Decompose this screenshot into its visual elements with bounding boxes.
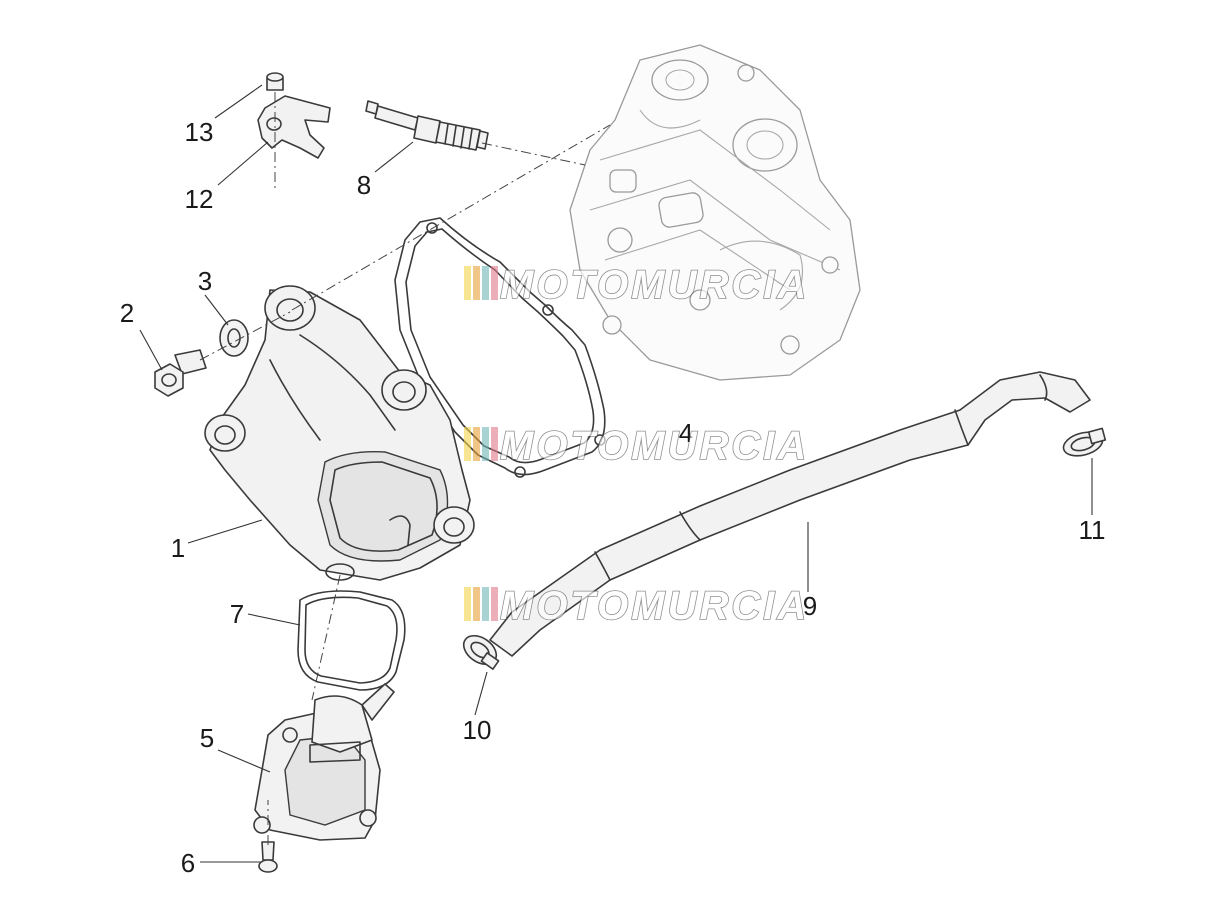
callout-4: 4 bbox=[679, 418, 693, 448]
valve-cover bbox=[204, 285, 475, 581]
leader-lines bbox=[139, 84, 1093, 863]
cylinder-head bbox=[569, 44, 861, 381]
callout-10: 10 bbox=[463, 715, 492, 745]
callout-1: 1 bbox=[171, 533, 185, 563]
watermark-logo-stripes bbox=[464, 427, 498, 461]
callout-8: 8 bbox=[357, 170, 371, 200]
spark-plug bbox=[365, 100, 489, 151]
bracket-nut bbox=[266, 72, 284, 91]
watermark-text: MOTOMURCIA bbox=[500, 424, 809, 468]
callout-3: 3 bbox=[198, 266, 212, 296]
watermark-logo-stripes bbox=[464, 587, 498, 621]
watermark-top: MOTOMURCIA bbox=[464, 262, 809, 308]
breather-gasket bbox=[297, 590, 406, 691]
watermark-middle: MOTOMURCIA bbox=[464, 423, 809, 469]
mounting-bracket bbox=[257, 95, 331, 159]
callout-6: 6 bbox=[181, 848, 195, 878]
callout-2: 2 bbox=[120, 298, 134, 328]
watermark-bottom: MOTOMURCIA bbox=[464, 583, 809, 629]
washer bbox=[219, 319, 249, 357]
callout-12: 12 bbox=[185, 184, 214, 214]
callout-labels: 1 2 3 4 5 6 7 8 9 10 11 12 13 bbox=[120, 117, 1106, 878]
hose-clamp-lower bbox=[462, 634, 500, 670]
breather-hose bbox=[489, 371, 1091, 657]
callout-9: 9 bbox=[803, 591, 817, 621]
breather-screw bbox=[258, 841, 278, 873]
callout-11: 11 bbox=[1079, 515, 1106, 545]
assembly-axes bbox=[199, 92, 611, 845]
breather-housing bbox=[253, 683, 395, 841]
callout-13: 13 bbox=[185, 117, 214, 147]
cover-screw bbox=[154, 349, 207, 397]
watermark-logo-stripes bbox=[464, 266, 498, 300]
callout-7: 7 bbox=[230, 599, 244, 629]
hose-clamp-upper bbox=[1062, 427, 1107, 457]
callout-5: 5 bbox=[200, 723, 214, 753]
watermark-text: MOTOMURCIA bbox=[500, 584, 809, 628]
watermark-text: MOTOMURCIA bbox=[500, 263, 809, 307]
